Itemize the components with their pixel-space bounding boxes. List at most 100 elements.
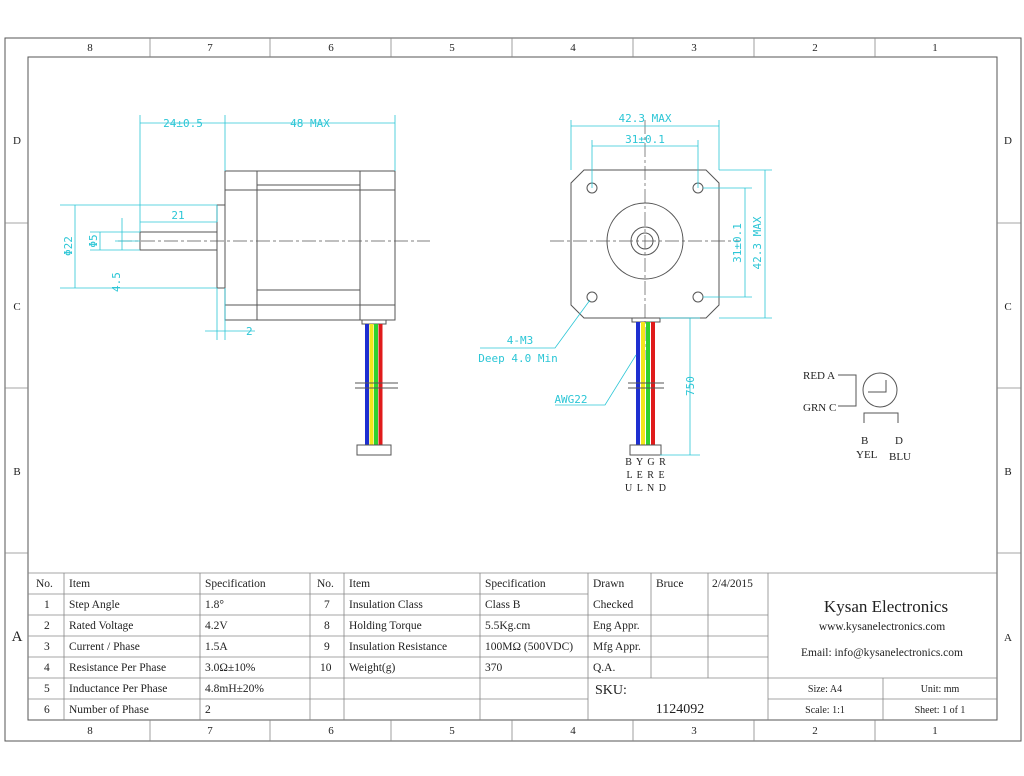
svg-text:Item: Item (349, 578, 370, 590)
svg-text:Insulation Resistance: Insulation Resistance (349, 641, 447, 653)
wire-color-labels: B Y G R L E R E U L N D (625, 457, 667, 494)
svg-text:Checked: Checked (593, 599, 633, 611)
svg-text:B Y G R: B Y G R (625, 457, 667, 468)
svg-text:8: 8 (87, 725, 93, 737)
svg-text:Mfg Appr.: Mfg Appr. (593, 641, 641, 653)
svg-text:7: 7 (207, 725, 213, 737)
svg-text:RED A: RED A (803, 370, 835, 382)
svg-text:Sheet: 1 of 1: Sheet: 1 of 1 (915, 705, 966, 716)
svg-text:6: 6 (328, 42, 334, 54)
company-email: Email: info@kysanelectronics.com (801, 647, 963, 659)
svg-text:Scale: 1:1: Scale: 1:1 (805, 705, 845, 716)
svg-text:4: 4 (570, 42, 576, 54)
svg-text:Inductance Per Phase: Inductance Per Phase (69, 683, 167, 695)
svg-text:Φ5: Φ5 (87, 234, 100, 247)
svg-text:U L N D: U L N D (625, 483, 667, 494)
mount-hole (692, 291, 704, 303)
svg-text:Unit: mm: Unit: mm (921, 684, 960, 695)
svg-text:D: D (1004, 135, 1012, 147)
svg-text:4.8mH±20%: 4.8mH±20% (205, 683, 264, 695)
svg-text:D: D (13, 135, 21, 147)
svg-text:Rated Voltage: Rated Voltage (69, 620, 133, 632)
winding-schematic: RED A GRN C B YEL D BLU (803, 370, 911, 463)
svg-text:42.3 MAX: 42.3 MAX (619, 112, 672, 125)
svg-text:1: 1 (932, 42, 938, 54)
svg-text:BLU: BLU (889, 451, 911, 463)
svg-text:48 MAX: 48 MAX (290, 117, 330, 130)
svg-text:2: 2 (246, 325, 253, 338)
side-wires (355, 319, 398, 456)
side-dimensions (60, 115, 396, 340)
svg-text:Number of Phase: Number of Phase (69, 704, 149, 716)
front-dimensions (480, 120, 772, 456)
svg-text:B: B (13, 466, 20, 478)
svg-text:21: 21 (171, 209, 184, 222)
front-wires (628, 317, 664, 456)
svg-text:AWG22: AWG22 (554, 393, 587, 406)
svg-text:A: A (12, 629, 23, 645)
svg-text:Bruce: Bruce (656, 578, 683, 590)
svg-text:5.5Kg.cm: 5.5Kg.cm (485, 620, 530, 632)
front-view: 42.3 MAX 31±0.1 31±0.1 42.3 MAX 750 4-M3… (478, 112, 772, 494)
svg-text:9: 9 (324, 641, 330, 653)
svg-text:4.5: 4.5 (110, 272, 123, 292)
svg-text:31±0.1: 31±0.1 (625, 133, 665, 146)
svg-text:4: 4 (44, 662, 50, 674)
svg-text:31±0.1: 31±0.1 (731, 223, 744, 263)
svg-text:5: 5 (449, 725, 455, 737)
svg-text:B: B (1004, 466, 1011, 478)
svg-text:Specification: Specification (485, 578, 546, 590)
svg-text:5: 5 (449, 42, 455, 54)
svg-text:2: 2 (812, 725, 818, 737)
svg-text:1: 1 (932, 725, 938, 737)
inner-frame (27, 56, 998, 721)
front-flange (570, 169, 720, 319)
svg-text:Resistance Per Phase: Resistance Per Phase (69, 662, 166, 674)
side-view: 24±0.5 48 MAX 21 Φ22 Φ5 4.5 2 (60, 115, 430, 456)
svg-text:3: 3 (691, 42, 697, 54)
svg-text:2/4/2015: 2/4/2015 (712, 578, 753, 590)
svg-text:Specification: Specification (205, 578, 266, 590)
svg-text:Step Angle: Step Angle (69, 599, 120, 611)
outer-frame (4, 37, 1022, 742)
svg-text:C: C (1004, 301, 1011, 313)
svg-text:8: 8 (87, 42, 93, 54)
svg-text:7: 7 (207, 42, 213, 54)
svg-text:D: D (895, 435, 903, 447)
spec-table: No. Item Specification No. Item Specific… (36, 578, 573, 716)
svg-text:8: 8 (324, 620, 330, 632)
svg-text:1.5A: 1.5A (205, 641, 228, 653)
svg-text:GRN C: GRN C (803, 402, 836, 414)
svg-text:Class B: Class B (485, 599, 521, 611)
svg-text:B: B (861, 435, 868, 447)
svg-text:4.2V: 4.2V (205, 620, 228, 632)
svg-text:7: 7 (324, 599, 330, 611)
svg-text:Deep 4.0 Min: Deep 4.0 Min (478, 352, 557, 365)
svg-text:6: 6 (44, 704, 50, 716)
svg-text:6: 6 (328, 725, 334, 737)
svg-text:10: 10 (320, 662, 332, 674)
svg-text:2: 2 (812, 42, 818, 54)
svg-text:5: 5 (44, 683, 50, 695)
svg-text:No.: No. (36, 578, 53, 590)
mount-hole (586, 291, 598, 303)
svg-text:1: 1 (44, 599, 50, 611)
title-block-grid (28, 572, 997, 720)
table-row: 4 Resistance Per Phase 3.0Ω±10% (44, 662, 256, 674)
svg-text:100MΩ (500VDC): 100MΩ (500VDC) (485, 641, 573, 653)
svg-text:3.0Ω±10%: 3.0Ω±10% (205, 662, 256, 674)
svg-text:Eng Appr.: Eng Appr. (593, 620, 640, 632)
ruler-row-labels: DC BA DC BA (12, 135, 1012, 645)
ruler-ticks (5, 38, 1021, 741)
svg-text:4-M3: 4-M3 (507, 334, 534, 347)
svg-text:YEL: YEL (856, 449, 878, 461)
svg-text:3: 3 (691, 725, 697, 737)
